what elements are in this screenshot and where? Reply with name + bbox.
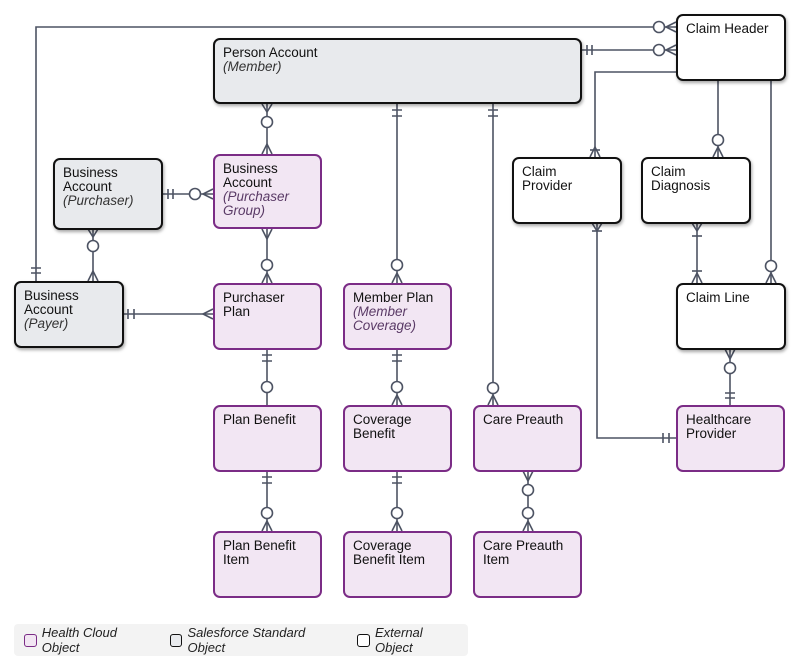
entity-subtitle: (Purchaser) — [63, 193, 134, 208]
optional-markers — [86, 20, 778, 520]
entity-business-account-payer[interactable]: Business Account (Payer) — [14, 281, 124, 348]
standard-swatch-icon — [169, 633, 183, 647]
entity-member-plan[interactable]: Member Plan (Member Coverage) — [343, 283, 452, 350]
rel-claimheader-payer — [35, 26, 676, 281]
entity-name: Plan Benefit — [223, 412, 296, 427]
entity-purchaser-plan[interactable]: Purchaser Plan — [213, 283, 322, 350]
legend-label: Salesforce Standard Object — [187, 625, 306, 655]
entity-name: Person Account — [223, 45, 318, 60]
legend-label: External Object — [374, 625, 423, 655]
entity-claim-provider[interactable]: Claim Provider — [512, 157, 622, 224]
one-markers — [31, 45, 735, 484]
entity-claim-diagnosis[interactable]: Claim Diagnosis — [641, 157, 751, 224]
external-swatch-icon — [357, 633, 370, 647]
entity-name: Coverage Benefit Item — [353, 538, 426, 567]
entity-name: Claim Diagnosis — [651, 164, 711, 193]
legend-item-external: External Object — [357, 625, 462, 655]
entity-name: Care Preauth — [483, 412, 564, 427]
entity-name: Business Account — [63, 165, 118, 194]
entity-care-preauth-item[interactable]: Care Preauth Item — [473, 531, 582, 598]
legend-label: Health Cloud Object — [41, 625, 117, 655]
entity-person-account[interactable]: Person Account (Member) — [213, 38, 582, 104]
entity-subtitle: (Payer) — [24, 316, 69, 331]
legend: Health Cloud Object Salesforce Standard … — [14, 624, 468, 656]
entity-name: Plan Benefit Item — [223, 538, 296, 567]
entity-name: Purchaser Plan — [223, 290, 285, 319]
entity-subtitle: (Member) — [223, 59, 282, 74]
entity-name: Business Account — [24, 288, 79, 317]
entity-name: Healthcare Provider — [686, 412, 752, 441]
entity-subtitle: (Purchaser Group) — [223, 189, 290, 218]
entity-name: Coverage Benefit — [353, 412, 412, 441]
entity-plan-benefit[interactable]: Plan Benefit — [213, 405, 322, 472]
entity-care-preauth[interactable]: Care Preauth — [473, 405, 582, 472]
entity-name: Business Account — [223, 161, 278, 190]
entity-plan-benefit-item[interactable]: Plan Benefit Item — [213, 531, 322, 598]
legend-item-salesforce-standard: Salesforce Standard Object — [169, 625, 344, 655]
entity-business-account-purchaser[interactable]: Business Account (Purchaser) — [53, 158, 163, 230]
entity-coverage-benefit[interactable]: Coverage Benefit — [343, 405, 452, 472]
rel-claimheader-provider — [594, 71, 676, 157]
entity-coverage-benefit-item[interactable]: Coverage Benefit Item — [343, 531, 452, 598]
entity-name: Claim Provider — [522, 164, 573, 193]
health-cloud-swatch-icon — [24, 633, 37, 647]
entity-claim-header[interactable]: Claim Header — [676, 14, 786, 81]
entity-subtitle: (Member Coverage) — [353, 304, 417, 333]
rel-provider-hcprovider — [596, 223, 676, 439]
legend-item-health-cloud: Health Cloud Object — [24, 625, 156, 655]
entity-claim-line[interactable]: Claim Line — [676, 283, 786, 350]
entity-name: Claim Line — [686, 290, 750, 305]
entity-name: Care Preauth Item — [483, 538, 564, 567]
entity-business-account-group[interactable]: Business Account (Purchaser Group) — [213, 154, 322, 229]
entity-name: Member Plan — [353, 290, 434, 305]
many-markers — [87, 21, 777, 532]
entity-healthcare-provider[interactable]: Healthcare Provider — [676, 405, 785, 472]
entity-name: Claim Header — [686, 21, 769, 36]
